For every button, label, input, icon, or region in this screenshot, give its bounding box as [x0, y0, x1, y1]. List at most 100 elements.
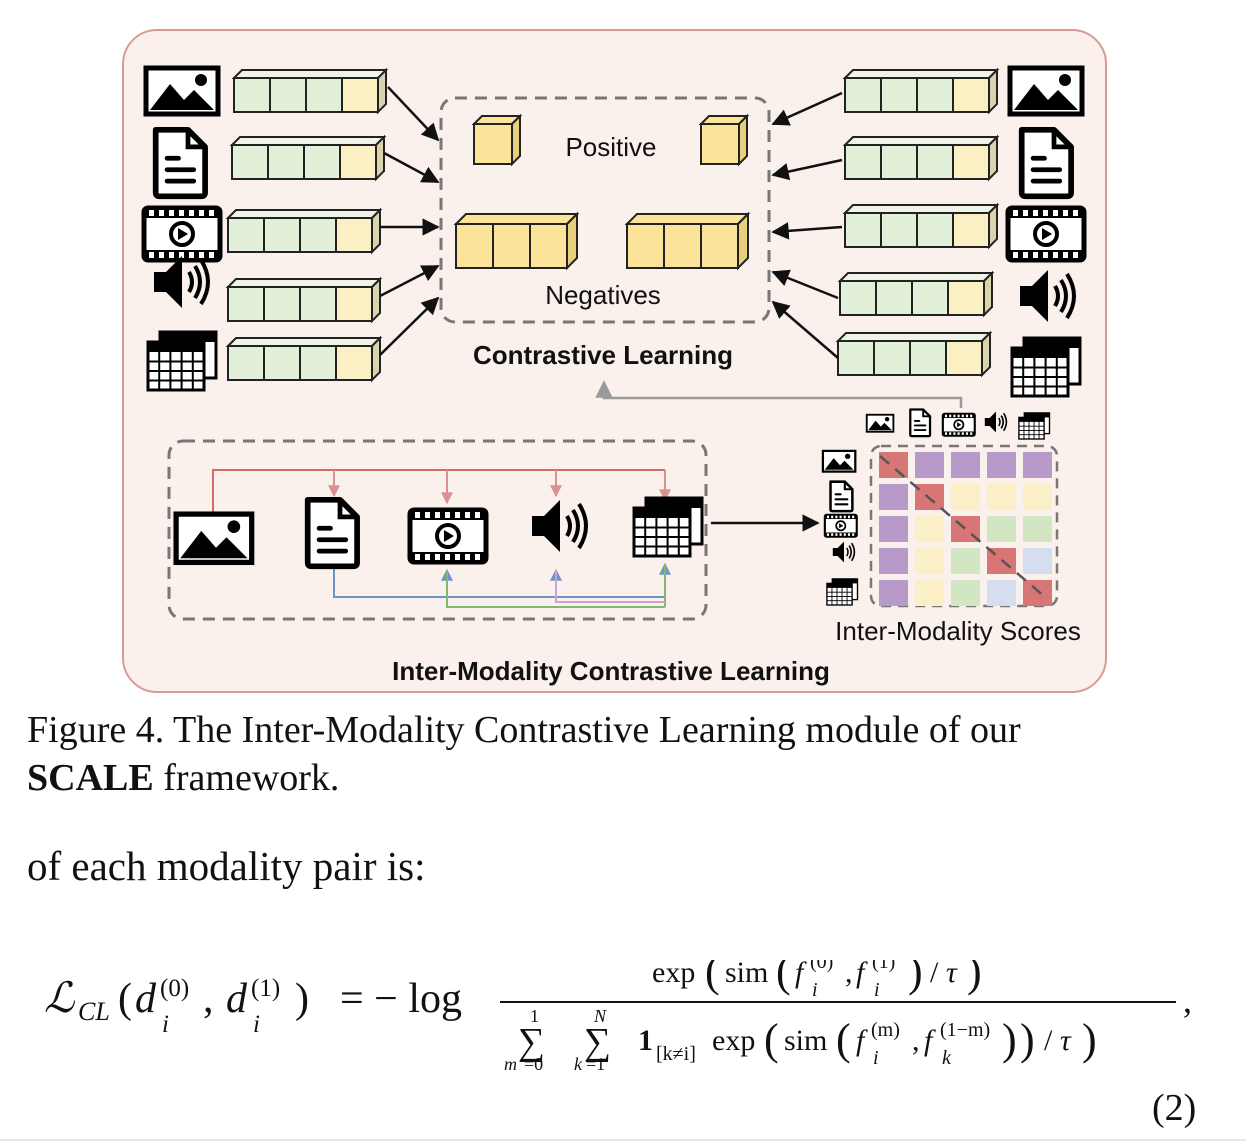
image-icon: [865, 413, 895, 433]
right-embedding-row-2: [842, 134, 1000, 182]
svg-text:(m): (m): [871, 1019, 900, 1041]
svg-text:(: (: [776, 960, 791, 996]
left-embedding-row-1: [231, 67, 389, 115]
scores-to-contrastive-arrow: [595, 380, 963, 408]
score-cell: [879, 484, 908, 510]
svg-text:(: (: [118, 976, 132, 1022]
table-icon: [1018, 412, 1051, 440]
svg-text:d: d: [135, 976, 157, 1022]
svg-text:): ): [1002, 1015, 1017, 1064]
image-icon: [143, 65, 221, 117]
svg-text:(: (: [705, 960, 720, 996]
video-icon: [941, 412, 976, 437]
svg-text:i: i: [874, 979, 880, 1001]
svg-text:[k≠i]: [k≠i]: [656, 1043, 696, 1065]
svg-text:N: N: [593, 1006, 607, 1026]
video-icon: [141, 205, 223, 263]
svg-text:(: (: [836, 1015, 851, 1064]
svg-text:f: f: [795, 960, 807, 989]
svg-text:i: i: [162, 1011, 169, 1038]
module-title: Inter-Modality Contrastive Learning: [392, 656, 830, 686]
equation-number: (2): [1152, 1087, 1197, 1129]
positive-label: Positive: [565, 132, 656, 162]
arrow-left-1: [387, 86, 440, 142]
svg-text:∑: ∑: [584, 1021, 611, 1063]
svg-text:=0: =0: [524, 1054, 543, 1070]
score-cell: [987, 516, 1016, 542]
right-embedding-row-1: [842, 67, 1000, 115]
score-cell: [879, 580, 908, 606]
score-cell: [915, 580, 944, 606]
right-embedding-row-4: [837, 270, 995, 318]
figure-4: Positive Negatives Contrastive Learning: [122, 29, 1107, 693]
svg-text:i: i: [253, 1011, 260, 1038]
table-icon: [146, 330, 218, 392]
loss-equation: ℒ CL ( d (0) i , d (1) i ) = − log exp (…: [44, 960, 1192, 1070]
score-cell: [1023, 548, 1052, 574]
document-icon: [152, 126, 208, 200]
negative-cubes-right: [624, 211, 751, 271]
document-icon: [829, 480, 854, 513]
audio-icon: [984, 411, 1008, 433]
score-cell: [915, 452, 944, 478]
arrow-right-3: [771, 222, 843, 240]
svg-text:exp: exp: [652, 960, 695, 989]
svg-text:=1: =1: [586, 1054, 605, 1070]
score-cell: [987, 484, 1016, 510]
svg-text:): ): [908, 960, 923, 996]
image-icon: [173, 511, 255, 566]
score-cell: [879, 548, 908, 574]
svg-text:sim: sim: [784, 1024, 827, 1057]
score-cell: [951, 548, 980, 574]
svg-text:k: k: [942, 1047, 952, 1069]
score-cell: [879, 452, 908, 478]
arrow-right-1: [771, 91, 843, 126]
video-icon: [823, 513, 858, 538]
svg-text:i: i: [873, 1047, 879, 1069]
video-icon: [407, 507, 489, 565]
arrow-left-2: [383, 151, 440, 184]
score-cell: [915, 548, 944, 574]
positive-cube-left: [471, 113, 523, 167]
positive-cube-right: [698, 113, 750, 167]
image-icon: [1007, 65, 1085, 117]
pair-arrows: [212, 469, 671, 608]
svg-text:τ: τ: [1060, 1024, 1072, 1057]
svg-text:∑: ∑: [518, 1021, 545, 1063]
right-embedding-row-5: [835, 330, 993, 378]
score-cell: [1023, 580, 1052, 606]
inter-modality-scores-label: Inter-Modality Scores: [835, 616, 1081, 646]
score-cell: [1023, 484, 1052, 510]
document-icon: [304, 496, 360, 570]
svg-text:,: ,: [1183, 980, 1192, 1020]
contrastive-learning-title: Contrastive Learning: [473, 340, 733, 370]
svg-text:(1−m): (1−m): [940, 1019, 990, 1041]
caption-framework-name: SCALE: [27, 757, 154, 799]
image-icon: [821, 449, 857, 473]
negatives-label: Negatives: [545, 280, 661, 310]
score-cell: [987, 452, 1016, 478]
document-icon: [1018, 126, 1074, 200]
left-embedding-row-2: [229, 134, 387, 182]
svg-text:k: k: [574, 1054, 583, 1070]
svg-text:ℒ: ℒ: [44, 976, 75, 1022]
svg-text:): ): [1020, 1015, 1035, 1064]
svg-text:,: ,: [845, 960, 853, 989]
score-cell: [951, 484, 980, 510]
svg-text:,: ,: [203, 976, 214, 1022]
contrastive-box: [439, 96, 771, 324]
svg-text:1: 1: [530, 1006, 539, 1026]
score-cell: [1023, 452, 1052, 478]
score-cell: [915, 516, 944, 542]
svg-text:i: i: [812, 979, 818, 1001]
svg-text:(1): (1): [251, 975, 280, 1002]
svg-text:CL: CL: [78, 997, 110, 1026]
table-icon: [632, 496, 704, 558]
svg-text:τ: τ: [946, 960, 958, 989]
svg-text:= − log: = − log: [340, 976, 462, 1022]
svg-text:): ): [967, 960, 982, 996]
lead-text: of each modality pair is:: [27, 843, 426, 889]
caption-prefix: Figure 4. The Inter-Modality Contrastive…: [27, 709, 1021, 751]
svg-text:(1): (1): [872, 960, 895, 973]
svg-text:m: m: [504, 1054, 517, 1070]
